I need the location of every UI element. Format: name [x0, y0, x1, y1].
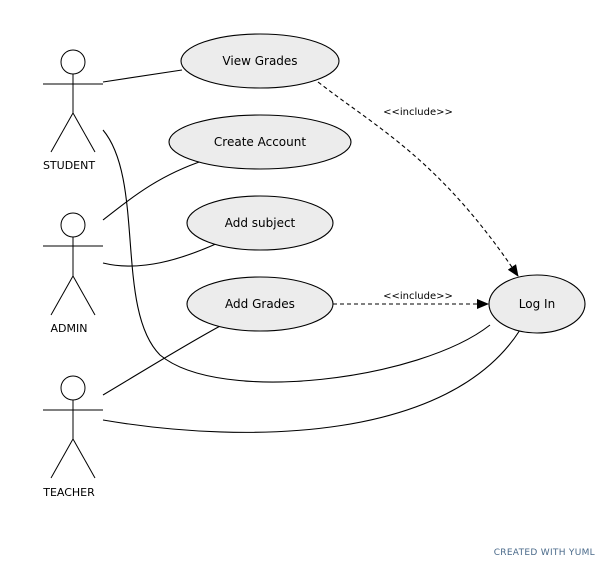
include-arrow-view-grades-log-in [317, 81, 519, 277]
use-case-label: Add subject [225, 216, 296, 230]
actor-head-icon [60, 375, 86, 401]
actor-head-icon [60, 212, 86, 238]
use-case-label: View Grades [222, 54, 297, 68]
association-teacher-log-in [102, 329, 521, 433]
use-case-label: Create Account [214, 135, 306, 149]
association-admin-create-account [102, 159, 206, 221]
actor-head-icon [60, 49, 86, 75]
use-case-view-grades[interactable]: View Grades [180, 33, 340, 89]
associations [102, 69, 521, 433]
actor-label-teacher: TEACHER [42, 486, 95, 499]
actor-label-student: STUDENT [43, 159, 95, 172]
association-student-log-in [102, 129, 491, 383]
actor-teacher[interactable]: TEACHER [42, 375, 103, 499]
use-case-label: Log In [519, 297, 555, 311]
use-case-create-account[interactable]: Create Account [168, 114, 352, 170]
association-student-view-grades [102, 69, 183, 83]
include-dependencies: <<include>> <<include>> [317, 81, 519, 309]
association-teacher-add-grades [102, 324, 223, 396]
association-admin-add-subject [102, 242, 219, 267]
use-case-label: Add Grades [225, 297, 295, 311]
actor-student[interactable]: STUDENT [43, 49, 103, 172]
actor-label-admin: ADMIN [51, 322, 88, 335]
use-case-add-subject[interactable]: Add subject [186, 195, 334, 251]
actor-admin[interactable]: ADMIN [43, 212, 103, 335]
use-case-log-in[interactable]: Log In [488, 274, 586, 334]
credit-footer: CREATED WITH YUML [493, 548, 595, 558]
use-case-add-grades[interactable]: Add Grades [186, 276, 334, 332]
include-label-2: <<include>> [383, 291, 453, 302]
include-label-1: <<include>> [383, 107, 453, 118]
